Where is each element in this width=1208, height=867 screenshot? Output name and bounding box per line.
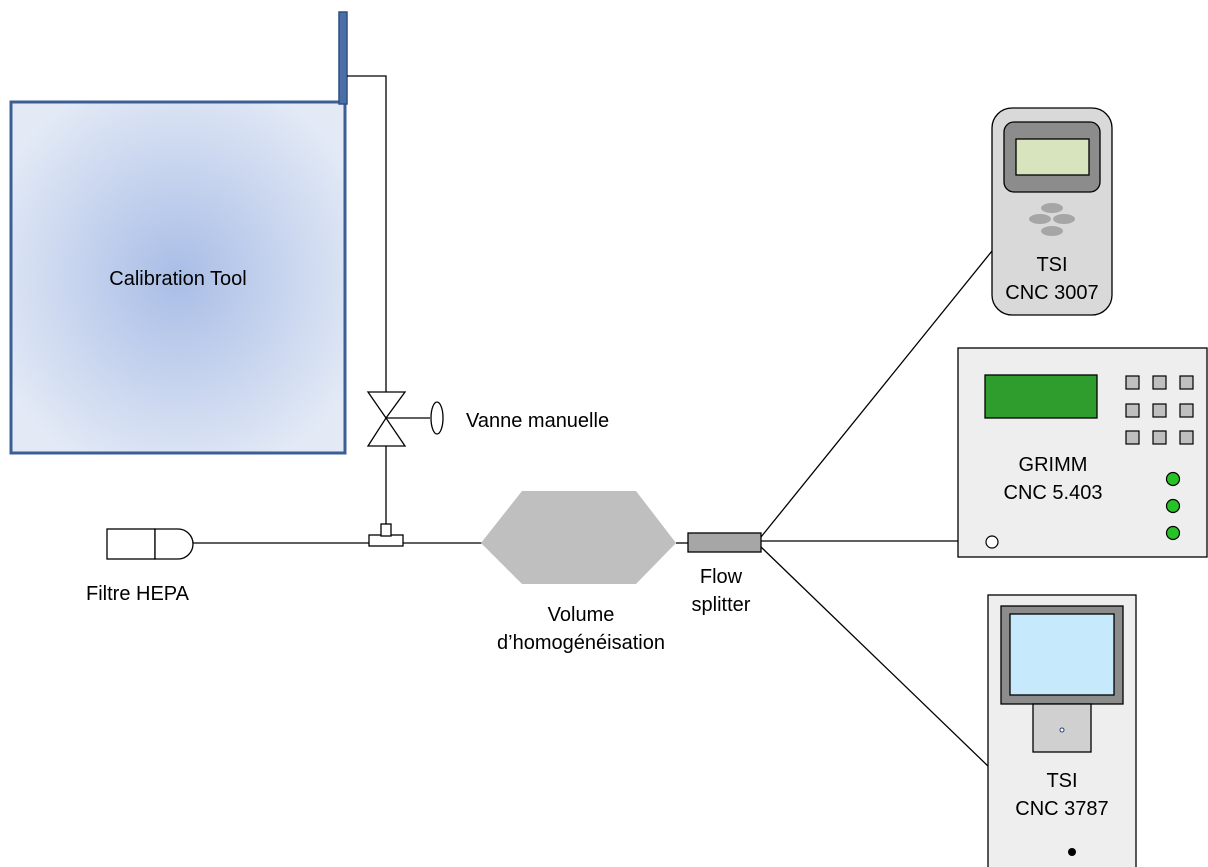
grimm-screen xyxy=(984,374,1098,419)
tsi3787-label-line1: TSI xyxy=(1046,770,1077,792)
tsi3787-port-icon xyxy=(1059,727,1065,733)
calibration-tool: Calibration Tool xyxy=(9,11,348,455)
tsi-cnc-3007: TSI CNC 3007 xyxy=(991,107,1113,316)
calibration-tool-label: Calibration Tool xyxy=(109,268,247,290)
homogenisation-volume xyxy=(481,491,676,584)
tsi3007-keypad-icon xyxy=(1029,203,1075,236)
calibration-tool-body xyxy=(9,100,347,455)
tsi3787-indicator-dot xyxy=(1068,848,1076,856)
grimm-label-line1: GRIMM xyxy=(1019,454,1088,476)
grimm-inlet-icon xyxy=(985,535,999,549)
pipe-splitter-to-tsi3007 xyxy=(760,250,993,538)
tsi3787-screen xyxy=(1009,613,1115,696)
grimm-cnc-5403: GRIMM CNC 5.403 xyxy=(957,347,1208,558)
filter-label: Filtre HEPA xyxy=(86,583,190,605)
volume-label-line1: Volume xyxy=(548,604,615,626)
pipe-splitter-to-tsi3787 xyxy=(760,546,991,769)
grimm-status-leds xyxy=(1165,471,1181,541)
tsi3007-screen xyxy=(1015,138,1090,176)
valve-label: Vanne manuelle xyxy=(466,410,609,432)
t-junction-icon xyxy=(368,523,404,547)
grimm-label-line2: CNC 5.403 xyxy=(1004,482,1103,504)
splitter-label-line1: Flow xyxy=(700,566,743,588)
tsi-cnc-3787: TSI CNC 3787 xyxy=(987,594,1137,867)
pipe-tank-to-valve xyxy=(347,75,387,392)
hepa-filter-icon xyxy=(106,528,194,560)
knob-icon xyxy=(430,401,444,435)
manual-valve-icon xyxy=(366,391,444,447)
splitter-label-line2: splitter xyxy=(692,594,751,616)
flow-splitter xyxy=(687,532,762,553)
calibration-tool-chimney xyxy=(338,11,348,105)
volume-label-line2: d’homogénéisation xyxy=(497,632,665,654)
pipes xyxy=(193,75,993,769)
tsi3007-label-line2: CNC 3007 xyxy=(1005,282,1098,304)
tsi3007-label-line1: TSI xyxy=(1036,254,1067,276)
grimm-keypad xyxy=(1125,375,1194,445)
tsi3787-label-line2: CNC 3787 xyxy=(1015,798,1108,820)
